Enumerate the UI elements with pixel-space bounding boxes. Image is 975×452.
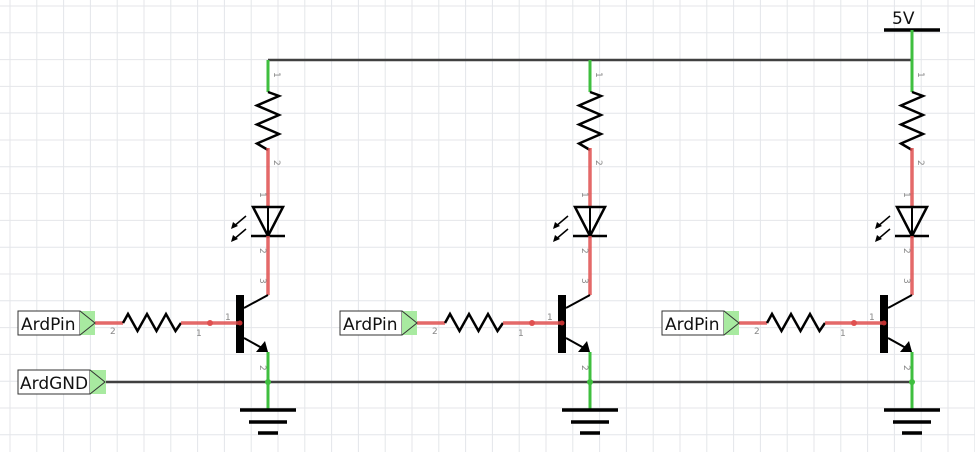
resistor-icon	[765, 311, 827, 334]
net-label-text: ArdPin	[343, 315, 398, 335]
junction-dot	[909, 379, 915, 385]
led[interactable]	[553, 205, 608, 295]
pin-number: 1	[547, 313, 553, 323]
pin-number: 1	[225, 313, 231, 323]
pin-number: 1	[901, 192, 911, 198]
power-label: 5V	[892, 9, 915, 29]
emitter-arrow-icon	[900, 341, 912, 352]
net-label-box	[661, 310, 725, 336]
net-label-text: ArdPin	[21, 315, 76, 335]
net-label-ardpin[interactable]: ArdPin	[339, 310, 418, 336]
pin-number: 3	[257, 278, 267, 284]
pin-number: 1	[579, 192, 589, 198]
junction-dot	[207, 320, 213, 326]
ground-symbol[interactable]	[562, 408, 618, 435]
transistor-emitter	[887, 337, 907, 349]
power-symbol-5v[interactable]: 5V	[884, 9, 940, 60]
net-label-arrow-icon	[723, 310, 740, 336]
net-label-box	[339, 310, 403, 336]
pin-number: 2	[432, 327, 438, 337]
npn-transistor[interactable]	[880, 294, 915, 410]
pin-number: 2	[271, 160, 281, 166]
pin-number: 3	[901, 278, 911, 284]
transistor-emitter	[243, 337, 263, 349]
led[interactable]	[231, 205, 286, 295]
arrow-head-icon	[875, 222, 882, 229]
arrow-head-icon	[553, 222, 560, 229]
pin-number: 1	[518, 329, 524, 339]
net-label-connector	[402, 311, 417, 335]
pin-number: 2	[579, 365, 589, 371]
arrow-head-icon	[231, 222, 238, 229]
pin-number: 1	[869, 313, 875, 323]
net-label-arrow-icon	[401, 310, 418, 336]
net-label-text: ArdGND	[20, 374, 88, 394]
transistor-collector	[565, 294, 591, 309]
pin-number: 2	[915, 160, 925, 166]
npn-transistor[interactable]	[558, 294, 593, 410]
resistor-icon	[121, 311, 183, 334]
resistor-icon	[443, 311, 505, 334]
transistor-collector	[243, 294, 269, 309]
emitter-arrow-icon	[578, 341, 590, 352]
transistor-emitter	[565, 337, 585, 349]
led[interactable]	[875, 205, 930, 295]
net-label-text: ArdPin	[665, 315, 720, 335]
junction-dot	[851, 320, 857, 326]
transistor-collector	[887, 294, 913, 309]
junction-dot	[559, 320, 565, 326]
junction-dot	[237, 320, 243, 326]
pin-number: 2	[901, 248, 911, 254]
pin-number: 2	[579, 248, 589, 254]
arrow-head-icon	[553, 235, 560, 242]
pin-number: 2	[754, 327, 760, 337]
pin-number: 1	[915, 72, 925, 78]
junction-dot	[881, 320, 887, 326]
junction-dot	[265, 379, 271, 385]
ground-symbol[interactable]	[240, 408, 296, 435]
pin-number: 1	[271, 72, 281, 78]
net-label-arrow-icon	[79, 310, 96, 336]
pin-number: 2	[593, 160, 603, 166]
net-label-connector	[80, 311, 95, 335]
npn-transistor[interactable]	[236, 294, 271, 410]
pin-number: 2	[257, 365, 267, 371]
resistor-icon	[897, 90, 927, 152]
pin-number: 1	[840, 329, 846, 339]
pin-number: 1	[257, 192, 267, 198]
emitter-arrow-icon	[256, 341, 268, 352]
base-resistor[interactable]	[95, 311, 243, 334]
pin-number: 1	[593, 72, 603, 78]
junction-dot	[587, 379, 593, 385]
net-label-ardpin[interactable]: ArdPin	[661, 310, 740, 336]
base-resistor[interactable]	[417, 311, 565, 334]
pin-number: 3	[579, 278, 589, 284]
arrow-head-icon	[875, 235, 882, 242]
collector-resistor[interactable]	[253, 60, 283, 207]
arrow-head-icon	[231, 235, 238, 242]
resistor-icon	[575, 90, 605, 152]
pin-number: 1	[196, 329, 202, 339]
net-label-connector	[724, 311, 739, 335]
junction-dot	[529, 320, 535, 326]
pin-number: 2	[257, 248, 267, 254]
resistor-icon	[253, 90, 283, 152]
ground-symbol[interactable]	[884, 408, 940, 435]
collector-resistor[interactable]	[575, 60, 605, 207]
pin-number: 2	[901, 365, 911, 371]
collector-resistor[interactable]	[897, 60, 927, 207]
net-label-ardpin[interactable]: ArdPin	[17, 310, 96, 336]
base-resistor[interactable]	[739, 311, 887, 334]
net-label-ardgnd[interactable]: ArdGND	[17, 369, 106, 395]
pin-number: 2	[110, 327, 116, 337]
